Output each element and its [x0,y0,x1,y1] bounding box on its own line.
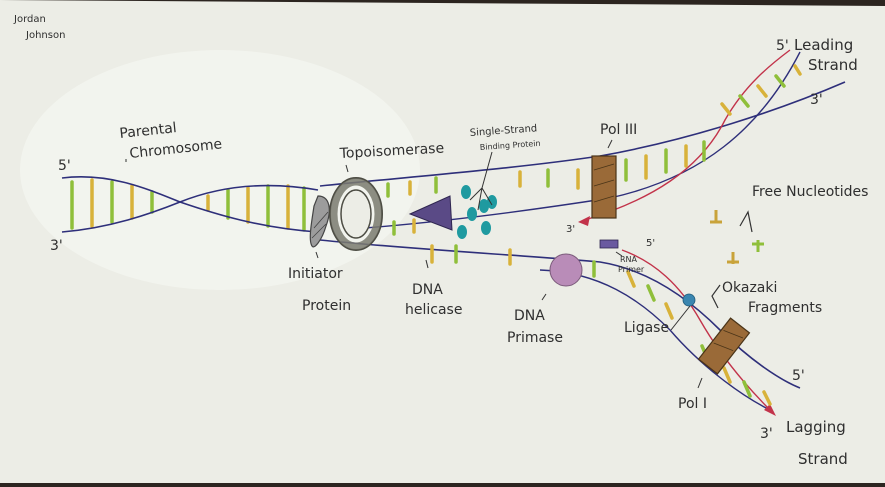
leading-strand-arrowhead [578,216,590,226]
base-pair-rung [626,270,636,288]
ssbp-label-line2: Binding Protein [480,139,541,152]
okazaki-label-line1: Okazaki [722,280,777,296]
initiator-label-line2: Protein [302,298,351,314]
ssb-protein [467,207,477,221]
initiator-hatch-2 [313,211,329,229]
initiator-label-line1: Initiator [288,266,343,282]
helicase-label-line2: helicase [405,302,462,318]
parental-5prime: 5' [58,158,71,174]
parental-3prime: 3' [50,238,63,254]
top-arm-bases [386,64,802,236]
okazaki-label-line2: Fragments [748,300,822,316]
leading-5prime: 5' [776,38,789,54]
okazaki-bracket [711,284,721,309]
leading-label-line1: Leading [794,36,853,54]
lagging-label-line1: Lagging [786,418,846,436]
rna-primer [599,239,619,249]
lagging-3prime: 3' [760,426,773,442]
pol-i [697,317,751,375]
pol3-3prime: 3' [566,224,575,235]
primase-label-line2: Primase [507,330,563,346]
helicase-label-line1: DNA [412,282,443,298]
ssb-protein [479,199,489,213]
lagging-strand-new [621,249,773,413]
ssb-protein [457,225,467,239]
leading-strand-new [584,49,791,221]
bottom-arm-bases [430,244,772,406]
leading-label-line2: Strand [808,56,858,74]
lagging-5prime: 5' [792,368,805,384]
template-strand-bottom-upper [319,239,801,389]
parental-label-line1: Parental [119,120,178,142]
base-pair-rung [722,366,732,384]
ssb-pointer [469,151,493,211]
base-pair-rung [646,284,656,302]
base-pair-rung [774,74,786,88]
rna-primer-label-line2: Primer [618,265,645,274]
base-pair-rung [756,84,768,98]
topoisomerase-ring [329,177,383,251]
template-strand-bottom-lower [539,269,771,411]
parental-helix [70,178,306,232]
base-pair-rung [738,94,750,108]
initiator-hatch-1 [311,223,327,239]
rna-primer-label-line1: RNA [620,255,638,264]
ssb-proteins [457,185,497,239]
ligase-label: Ligase [624,320,669,336]
author-first-name: Jordan [13,14,46,25]
ssbp-label-line1: Single-Strand [469,123,537,139]
topoisomerase-label: Topoisomerase [338,141,444,162]
light-patch [20,50,420,290]
base-pair-rung [720,102,732,116]
lagging-strand-arrowhead [764,404,776,416]
parental-strand-bottom [61,184,319,233]
free-nucleotides-label: Free Nucleotides [752,184,868,200]
dna-helicase [408,195,453,231]
ligase [682,293,696,307]
pol-iii [591,155,617,219]
lagging-fork-5prime: 5' [646,238,655,249]
pol3-label: Pol III [600,122,637,138]
base-pair-rung [793,64,802,76]
pointer-ticks [125,139,703,389]
dna-primase [549,253,583,287]
leading-3prime: 3' [810,92,823,108]
author-last-name: Johnson [25,30,65,41]
pol1-label: Pol I [678,396,707,412]
lagging-label-line2: Strand [798,450,848,468]
base-pair-rung [664,302,674,320]
ssb-protein [461,185,471,199]
ssb-protein [487,195,497,209]
base-pair-rung [762,390,772,406]
ssb-protein [481,221,491,235]
free-nucleotides [710,210,764,264]
primase-label-line1: DNA [514,308,545,324]
base-pair-rung [742,380,752,398]
